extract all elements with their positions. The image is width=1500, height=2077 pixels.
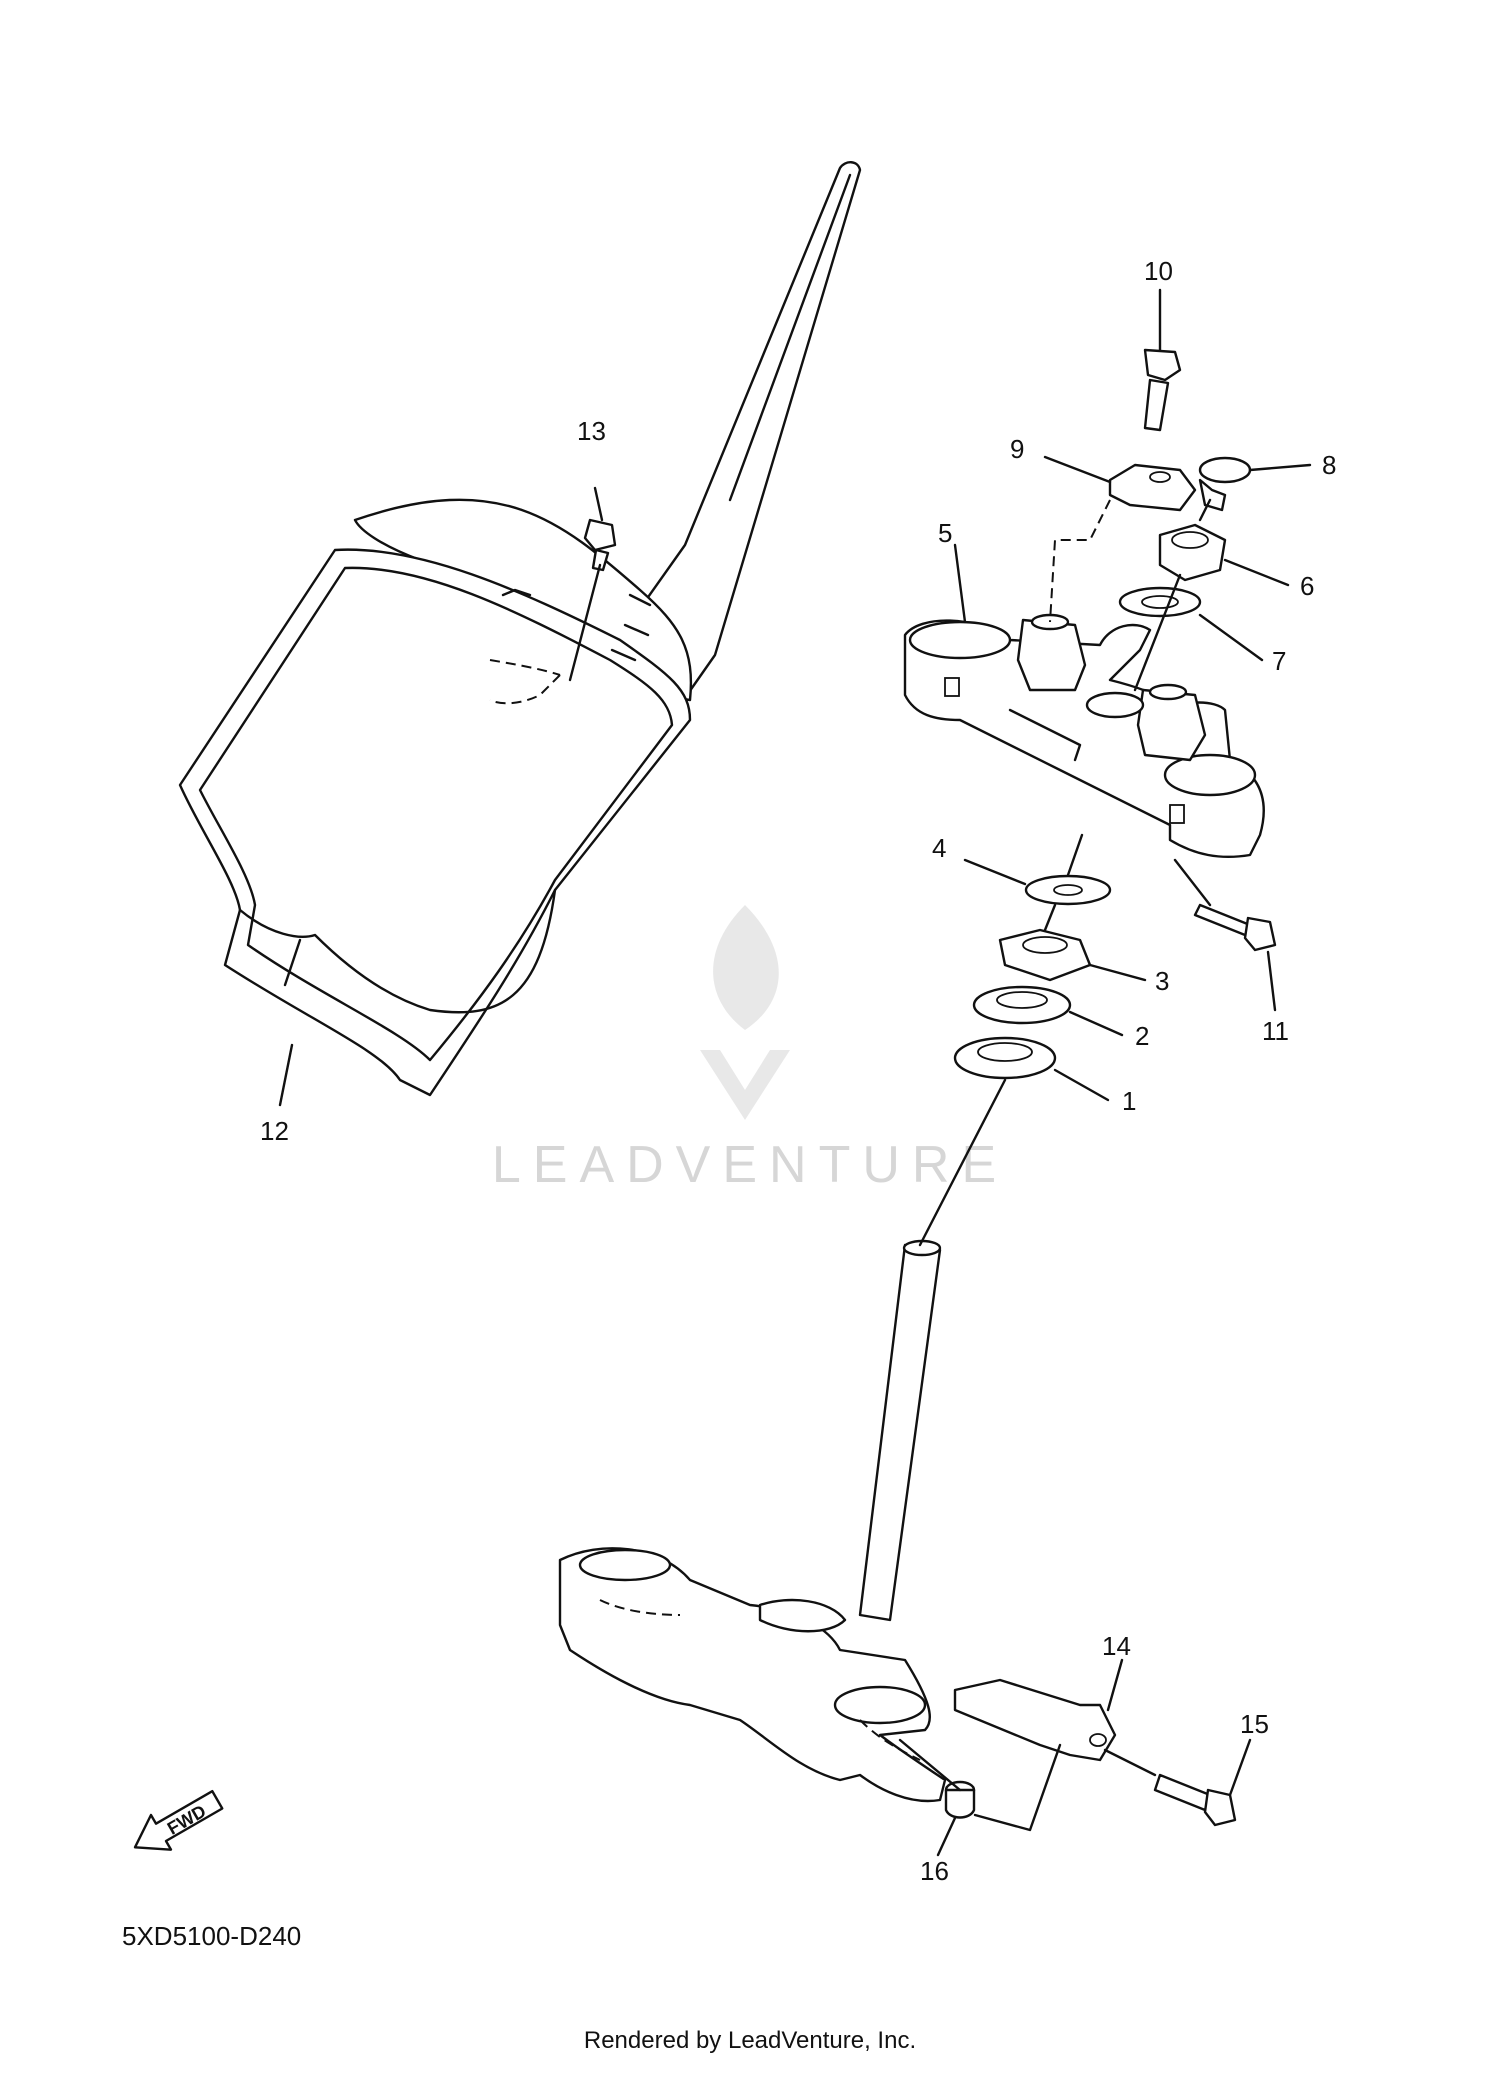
bearing-1 [953,1036,1057,1080]
callouts: 1 2 3 4 5 6 7 8 9 10 11 12 13 14 15 16 [260,256,1336,1886]
callout-9: 9 [1010,434,1024,464]
diagram-code: 5XD5100-D240 [122,1921,301,1951]
callout-12: 12 [260,1116,289,1146]
bracket-14 [953,1678,1117,1762]
number-plate [178,161,862,1097]
collar-16 [944,1780,976,1819]
ring-nut-3 [998,928,1092,982]
upper-bracket [903,613,1265,859]
nut-6 [1158,523,1227,582]
bolt-15 [1153,1773,1237,1827]
callout-13: 13 [577,416,606,446]
leader-lines [278,288,1312,1857]
callout-7: 7 [1272,646,1286,676]
watermark: LEADVENTURE [492,905,1008,1194]
washer-4 [1024,874,1112,906]
cap-8 [1198,456,1252,512]
bolt-11 [1193,903,1277,952]
callout-5: 5 [938,518,952,548]
bolt-13 [568,518,617,682]
watermark-text: LEADVENTURE [492,1136,1008,1194]
callout-16: 16 [920,1856,949,1886]
seal-2 [972,985,1072,1025]
callout-2: 2 [1135,1021,1149,1051]
callout-4: 4 [932,833,946,863]
callout-14: 14 [1102,1631,1131,1661]
callout-11: 11 [1262,1016,1289,1046]
washer-7 [1118,586,1202,618]
callout-8: 8 [1322,450,1336,480]
footer-credit: Rendered by LeadVenture, Inc. [584,2027,916,2054]
fwd-arrow: FWD [133,1789,224,1851]
bolt-10 [1143,348,1182,432]
callout-3: 3 [1155,966,1169,996]
callout-1: 1 [1122,1086,1136,1116]
steering-stem [558,1239,947,1803]
callout-10: 10 [1144,256,1173,286]
callout-6: 6 [1300,571,1314,601]
handlebar-holder [1108,463,1197,512]
callout-15: 15 [1240,1709,1269,1739]
